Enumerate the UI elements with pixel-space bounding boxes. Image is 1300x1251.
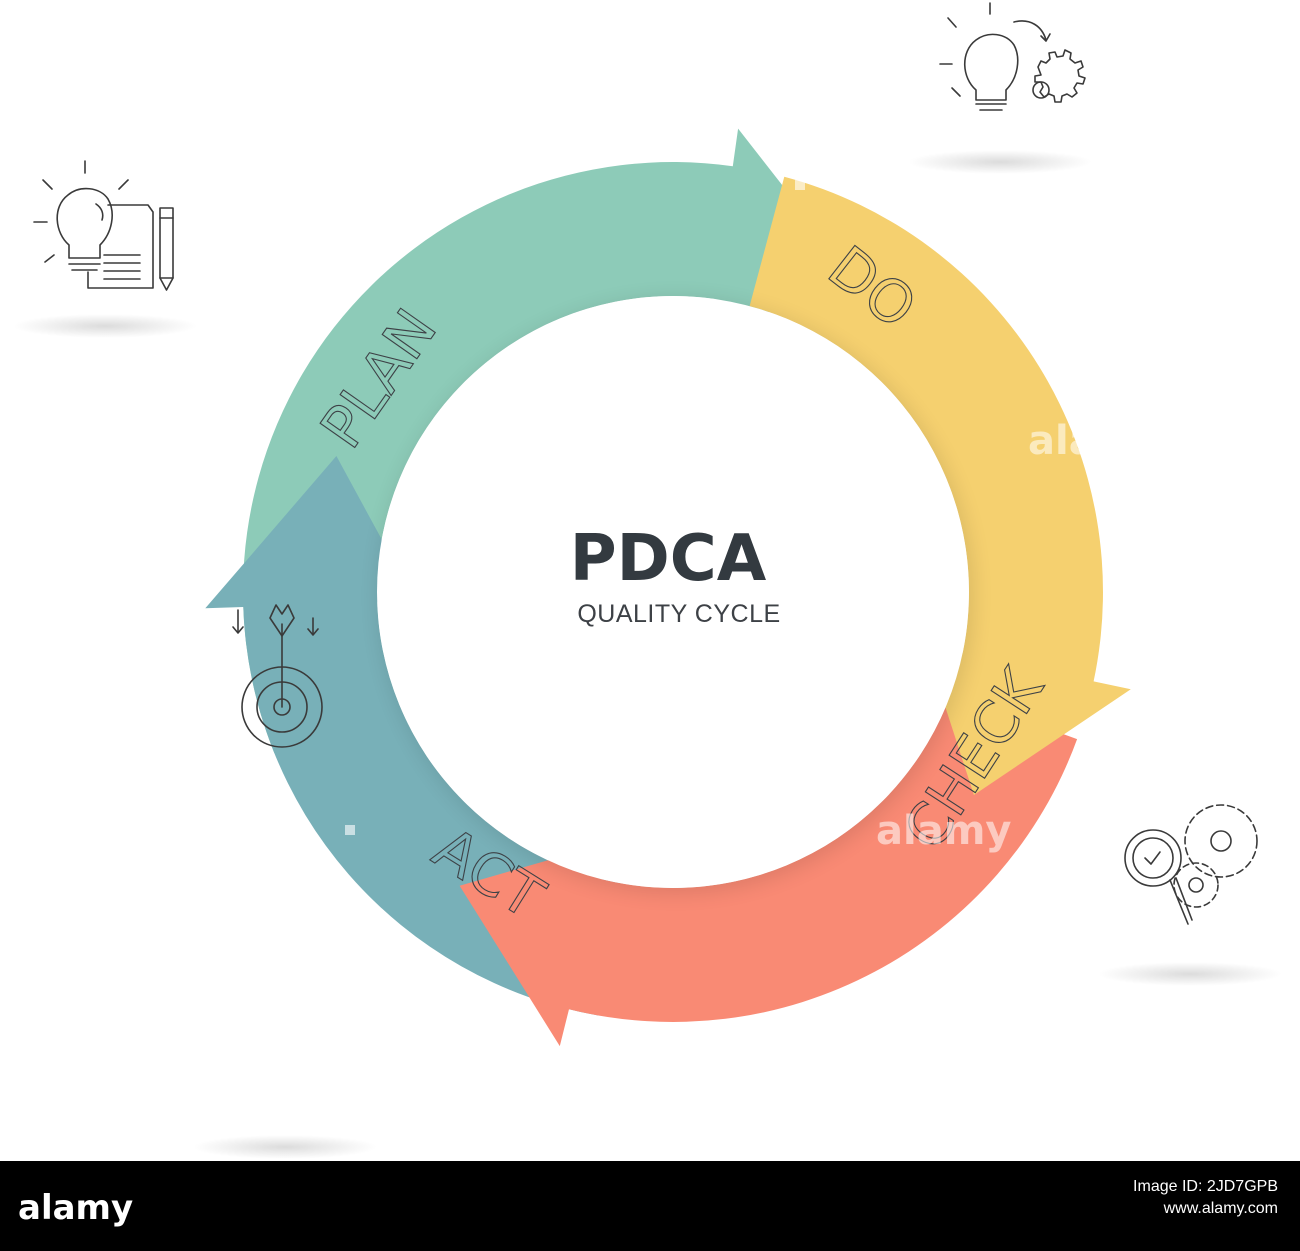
diagram-subtitle: QUALITY CYCLE	[577, 600, 780, 628]
lightbulb-gear-icon	[939, 2, 1086, 111]
watermark-mark	[1075, 760, 1085, 770]
plan-icon-shadow	[13, 314, 197, 338]
check-icon-shadow	[1098, 962, 1282, 986]
pdca-diagram: PLAN DO CHECK ACT PDCA QUALITY CYCLE	[13, 2, 1282, 1159]
magnifier-gears-icon	[1124, 804, 1258, 925]
watermark-mark	[345, 825, 355, 835]
center-disc	[377, 296, 969, 888]
footer-meta: Image ID: 2JD7GPB www.alamy.com	[1133, 1176, 1278, 1220]
stage-ring-do	[749, 176, 1131, 795]
stage-ring-check	[459, 693, 1078, 1047]
dart-target-icon	[232, 604, 323, 748]
act-icon-shadow	[193, 1135, 377, 1159]
watermark-mark	[795, 180, 805, 190]
watermark-text-do: alamy	[1028, 418, 1164, 464]
do-icon-shadow	[908, 150, 1092, 174]
site-url-text: www.alamy.com	[1163, 1200, 1278, 1217]
image-id-text: Image ID: 2JD7GPB	[1133, 1178, 1278, 1195]
watermark-text-check: alamy	[876, 808, 1012, 854]
footer-bar	[0, 1161, 1300, 1251]
lightbulb-document-pencil-icon	[33, 160, 174, 291]
footer-logo: alamy	[18, 1188, 134, 1228]
diagram-title: PDCA	[570, 522, 767, 596]
stage-ring-plan	[242, 128, 855, 754]
